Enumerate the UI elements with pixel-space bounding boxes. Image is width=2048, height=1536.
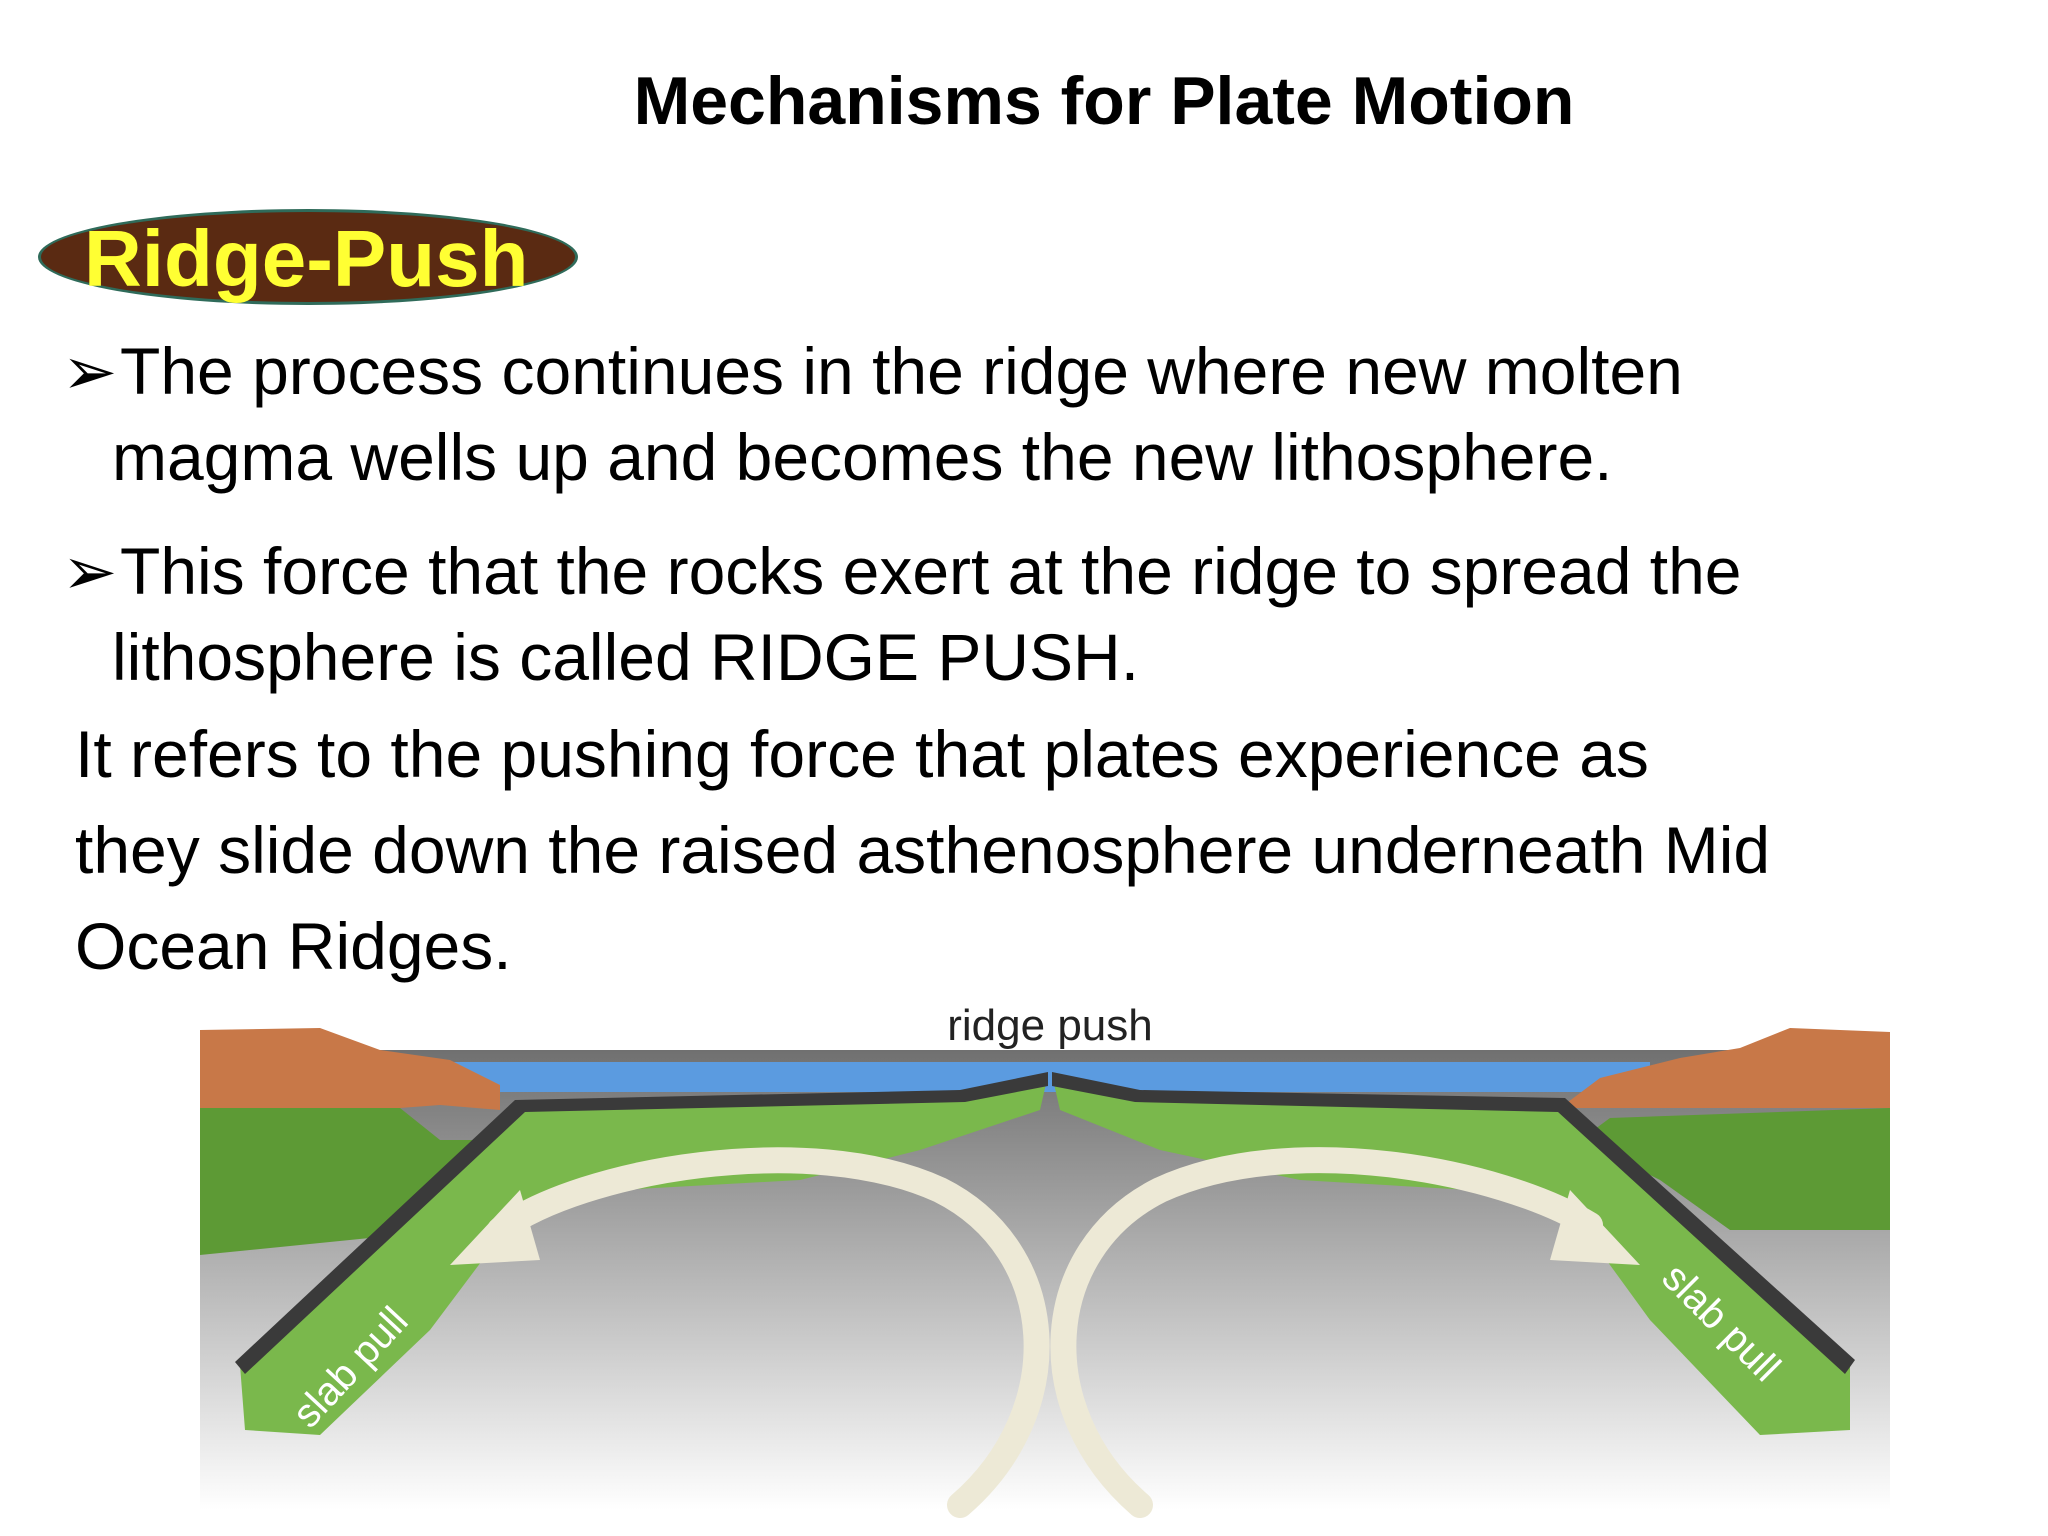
left-land: [200, 1108, 490, 1255]
right-crust: [1052, 1072, 1855, 1374]
bullet-arrow-icon: ➢: [62, 534, 118, 608]
definition-paragraph: It refers to the pushing force that plat…: [75, 706, 1770, 994]
section-badge: [38, 209, 578, 305]
ridge-push-label: ridge push: [947, 1001, 1152, 1050]
bullet-2-line-1: This force that the rocks exert at the r…: [120, 534, 1742, 608]
left-arrowhead-icon: [450, 1190, 540, 1265]
paragraph-line-1: It refers to the pushing force that plat…: [75, 717, 1649, 791]
left-continent: [200, 1028, 500, 1110]
left-convection-arrow: [487, 1147, 1050, 1518]
paragraph-line-3: Ocean Ridges.: [75, 909, 512, 983]
bullet-2-line-2: lithosphere is called RIDGE PUSH.: [112, 620, 1140, 694]
left-crust: [235, 1072, 1048, 1374]
right-convection-arrow: [1050, 1147, 1603, 1518]
bullet-arrow-icon: ➢: [62, 334, 118, 408]
right-arrowhead-icon: [1550, 1190, 1640, 1265]
right-land: [1580, 1108, 1890, 1230]
bullet-2: ➢This force that the rocks exert at the …: [62, 528, 1742, 700]
bullet-1-line-1: The process continues in the ridge where…: [120, 334, 1683, 408]
section-badge-label: Ridge-Push: [84, 214, 529, 303]
bullet-1: ➢The process continues in the ridge wher…: [62, 328, 1683, 500]
plate-motion-diagram: ridge push slab pull slab pull: [200, 1001, 1890, 1518]
paragraph-line-2: they slide down the raised asthenosphere…: [75, 813, 1771, 887]
slide-title: Mechanisms for Plate Motion: [633, 63, 1575, 139]
right-continent: [1560, 1028, 1890, 1108]
bullet-1-line-2: magma wells up and becomes the new litho…: [112, 420, 1613, 494]
